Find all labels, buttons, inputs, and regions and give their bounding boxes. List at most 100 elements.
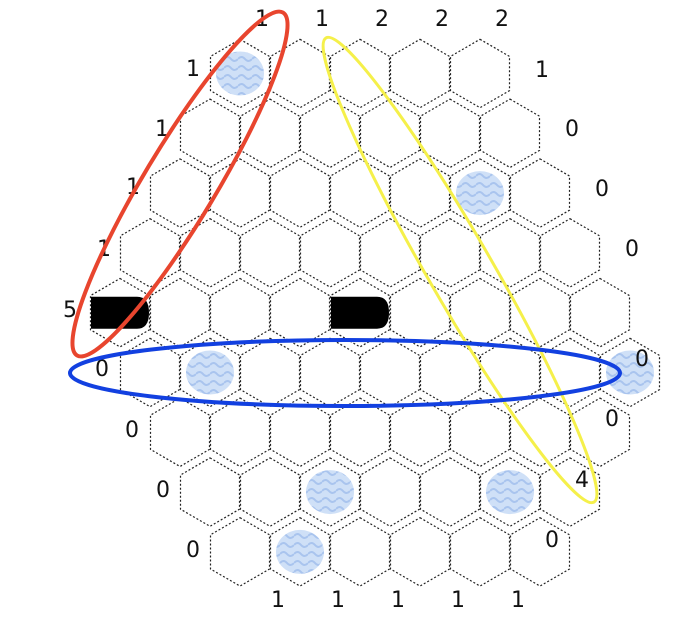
left-clue-row-5: 5 [63, 298, 77, 323]
top-clue-2: 2 [375, 7, 389, 32]
hex-cell-r6-c4[interactable] [359, 337, 421, 408]
hex-cell-r4-c0[interactable] [119, 218, 181, 288]
hex-cell-r3-c5[interactable] [449, 158, 511, 228]
hex-cell-r1-c4[interactable] [449, 38, 511, 109]
bottom-clue-0: 1 [271, 588, 285, 613]
hex-cell-r4-c4[interactable] [359, 218, 421, 288]
hex-cell-r9-c0[interactable] [209, 517, 271, 587]
hex-cell-r9-c2[interactable] [329, 517, 391, 587]
hex-cell-r7-c4[interactable] [389, 397, 451, 468]
water-marker [186, 350, 234, 395]
annotation-layer [68, 9, 622, 505]
hex-cell-r7-c1[interactable] [209, 397, 271, 468]
hex-cell-r3-c1[interactable] [209, 158, 271, 228]
hex-cell-r9-c4[interactable] [449, 517, 511, 587]
hex-cell-r8-c6[interactable] [539, 457, 601, 527]
blue-row-ellipse [68, 338, 622, 408]
water-marker [486, 470, 534, 515]
water-marker [306, 470, 354, 515]
hex-cell-r6-c0[interactable] [119, 337, 181, 408]
right-clue-row-8: 4 [575, 468, 589, 493]
hex-cell-r8-c4[interactable] [419, 457, 481, 527]
water-marker [456, 171, 504, 216]
top-clue-3: 2 [435, 7, 449, 32]
yellow-diagonal-ellipse [321, 35, 599, 505]
hex-cell-r5-c7[interactable] [509, 277, 571, 348]
right-clue-row-9: 0 [545, 528, 559, 553]
hex-cell-r8-c1[interactable] [239, 457, 301, 527]
bottom-clue-2: 1 [391, 588, 405, 613]
hex-cell-r9-c5[interactable] [509, 517, 571, 587]
hex-cell-r7-c2[interactable] [269, 397, 331, 468]
left-clue-row-9: 0 [186, 538, 200, 563]
hex-cell-r5-c4[interactable] [329, 277, 391, 348]
hex-cell-r1-c2[interactable] [329, 38, 391, 109]
hex-cell-r7-c6[interactable] [509, 397, 571, 468]
hex-cell-r4-c3[interactable] [299, 218, 361, 288]
hex-cell-r2-c1[interactable] [239, 98, 301, 169]
water-marker [606, 350, 654, 395]
hex-cell-r3-c2[interactable] [269, 158, 331, 228]
hex-cell-r3-c6[interactable] [509, 158, 571, 228]
bottom-clue-1: 1 [331, 588, 345, 613]
hex-cell-r2-c2[interactable] [299, 98, 361, 169]
hex-cell-r8-c0[interactable] [179, 457, 241, 527]
hex-cell-r6-c2[interactable] [239, 337, 301, 408]
right-clue-row-4: 0 [625, 237, 639, 262]
hex-cell-r1-c3[interactable] [389, 38, 451, 109]
hex-cell-r5-c8[interactable] [569, 277, 631, 348]
hex-cell-r6-c3[interactable] [299, 337, 361, 408]
hex-cell-r1-c0[interactable] [209, 38, 271, 109]
top-clue-1: 1 [315, 7, 329, 32]
hex-cell-r4-c1[interactable] [179, 218, 241, 288]
water-marker [276, 529, 324, 574]
ship-segment [331, 296, 389, 329]
hex-cell-r3-c3[interactable] [329, 158, 391, 228]
hex-cell-r8-c5[interactable] [479, 457, 541, 527]
hex-cell-r8-c2[interactable] [299, 457, 361, 527]
hex-cell-r7-c0[interactable] [149, 397, 211, 468]
hex-cell-r2-c5[interactable] [479, 98, 541, 169]
hex-cell-r2-c0[interactable] [179, 98, 241, 169]
hex-cell-r5-c1[interactable] [149, 277, 211, 348]
hex-cell-r4-c2[interactable] [239, 218, 301, 288]
hex-cell-r6-c1[interactable] [179, 337, 241, 408]
hex-cell-r4-c5[interactable] [419, 218, 481, 288]
hex-cell-r5-c3[interactable] [269, 277, 331, 348]
hex-grid [89, 38, 661, 587]
right-clue-row-3: 0 [595, 177, 609, 202]
right-clue-row-6: 0 [635, 347, 649, 372]
left-clue-row-6: 0 [95, 357, 109, 382]
top-clue-4: 2 [495, 7, 509, 32]
hex-cell-r7-c5[interactable] [449, 397, 511, 468]
hex-cell-r3-c4[interactable] [389, 158, 451, 228]
bottom-clue-3: 1 [451, 588, 465, 613]
hex-cell-r5-c0[interactable] [89, 277, 151, 348]
right-clue-row-2: 0 [565, 117, 579, 142]
hex-cell-r8-c3[interactable] [359, 457, 421, 527]
ship-segment [91, 296, 149, 329]
left-clue-row-1: 1 [186, 57, 200, 82]
hex-cell-r6-c5[interactable] [419, 337, 481, 408]
bottom-clue-4: 1 [511, 588, 525, 613]
hex-cell-r7-c3[interactable] [329, 397, 391, 468]
hex-cell-r6-c8[interactable] [599, 337, 661, 408]
hex-cell-r2-c4[interactable] [419, 98, 481, 169]
left-clue-row-7: 0 [125, 418, 139, 443]
hex-cell-r9-c3[interactable] [389, 517, 451, 587]
hex-cell-r4-c6[interactable] [479, 218, 541, 288]
left-clue-row-3: 1 [126, 175, 140, 200]
right-clue-row-1: 1 [535, 58, 549, 83]
hex-cell-r5-c6[interactable] [449, 277, 511, 348]
hex-cell-r9-c1[interactable] [269, 517, 331, 587]
water-marker [216, 51, 264, 96]
hex-cell-r5-c5[interactable] [389, 277, 451, 348]
hex-cell-r4-c7[interactable] [539, 218, 601, 288]
left-clue-row-8: 0 [156, 478, 170, 503]
hex-cell-r5-c2[interactable] [209, 277, 271, 348]
hex-cell-r1-c1[interactable] [269, 38, 331, 109]
hex-cell-r3-c0[interactable] [149, 158, 211, 228]
hex-cell-r2-c3[interactable] [359, 98, 421, 169]
